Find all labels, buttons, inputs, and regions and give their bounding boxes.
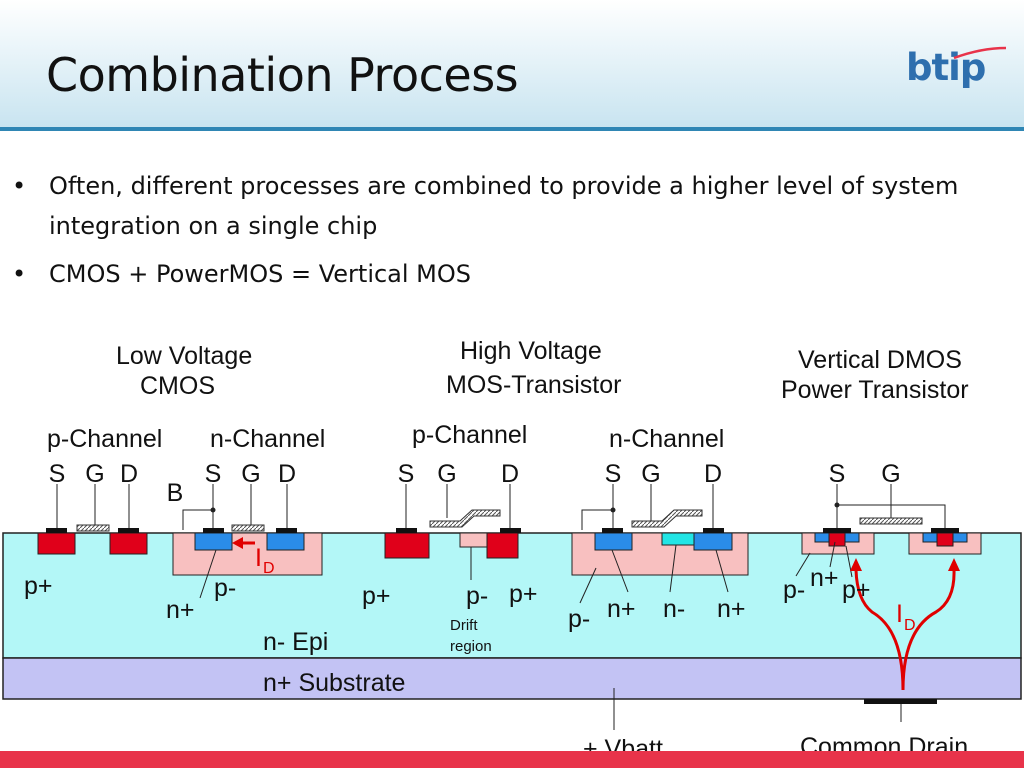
slide-header [0, 0, 1024, 128]
metal-contacts [46, 528, 959, 533]
label-n-plus: n+ [607, 595, 636, 623]
wire-junctions [210, 502, 840, 513]
lv-n-plus-source [194, 532, 233, 551]
n-substrate-layer [2, 657, 1022, 700]
terminal-drain: D [278, 460, 296, 488]
current-label-i: I [896, 600, 903, 628]
btip-logo: btip [906, 46, 1016, 106]
terminal-gate: G [241, 460, 260, 488]
lv-p-plus-source [37, 532, 76, 555]
label-n-substrate: n+ Substrate [263, 669, 405, 697]
terminal-source: S [398, 460, 415, 488]
terminal-source: S [605, 460, 622, 488]
gate-oxides [76, 509, 923, 532]
bottom-accent-bar [0, 751, 1024, 768]
hv-p-plus-source [384, 532, 430, 559]
label-p-plus: p+ [362, 582, 391, 610]
bullet-item: • Often, different processes are combined… [12, 166, 1024, 246]
terminal-drain: D [120, 460, 138, 488]
label-n-plus: n+ [810, 564, 839, 592]
lv-n-plus-drain [266, 532, 305, 551]
lv-n-channel-label: n-Channel [210, 425, 325, 453]
hv-n-plus-drain [693, 532, 733, 551]
label-n-epi: n- Epi [263, 628, 328, 656]
drift-region-line1: Drift [450, 617, 478, 634]
hv-n-minus-drift [661, 532, 695, 546]
label-p-minus: p- [214, 574, 236, 602]
lv-title-line2: CMOS [140, 372, 215, 400]
current-label-subscript: D [263, 560, 275, 577]
current-arrowheads [232, 537, 960, 571]
terminal-gate: G [881, 460, 900, 488]
bullet-icon: • [12, 260, 27, 288]
bullet-text: Often, different processes are combined … [49, 172, 959, 240]
terminal-source: S [49, 460, 66, 488]
common-drain-label: Common Drain [800, 733, 968, 751]
current-label-i: I [255, 544, 262, 572]
terminal-labels: S G D S G D B S G D S G D S G [49, 460, 901, 507]
header-divider [0, 127, 1024, 131]
bullet-item: • CMOS + PowerMOS = Vertical MOS [12, 254, 1024, 294]
hv-p-channel-label: p-Channel [412, 421, 527, 449]
hv-n-channel-label: n-Channel [609, 425, 724, 453]
label-n-minus: n- [663, 595, 685, 623]
common-drain-contact [864, 699, 937, 704]
logo-swoosh-icon [953, 46, 1007, 60]
label-n-plus: n+ [717, 595, 746, 623]
vd-title-line1: Vertical DMOS [798, 346, 962, 374]
vd-p-plus-right [936, 532, 954, 547]
terminal-wires [56, 484, 946, 730]
label-p-minus: p- [568, 605, 590, 633]
terminal-gate: G [85, 460, 104, 488]
lv-current-label: I D [255, 544, 275, 577]
hv-p-plus-drain [486, 532, 519, 559]
terminal-gate: G [437, 460, 456, 488]
label-n-plus: n+ [166, 596, 195, 624]
terminal-gate: G [641, 460, 660, 488]
terminal-source: S [205, 460, 222, 488]
label-p-plus: p+ [24, 572, 53, 600]
vd-title-line2: Power Transistor [781, 376, 969, 404]
label-p-minus: p- [466, 582, 488, 610]
drift-region-line2: region [450, 638, 492, 655]
lv-title-line1: Low Voltage [116, 342, 252, 370]
hv-title-line2: MOS-Transistor [446, 371, 621, 399]
bullet-text: CMOS + PowerMOS = Vertical MOS [49, 260, 472, 288]
vbatt-label: + Vbatt [583, 735, 663, 751]
label-p-minus: p- [783, 576, 805, 604]
terminal-source: S [829, 460, 846, 488]
bullet-list: • Often, different processes are combined… [12, 166, 1024, 294]
vertical-mos-cross-section: Low Voltage CMOS High Voltage MOS-Transi… [2, 337, 1022, 751]
vd-p-plus-left [828, 532, 846, 547]
label-p-plus: p+ [842, 576, 871, 604]
terminal-drain: D [501, 460, 519, 488]
slide-title: Combination Process [46, 48, 519, 102]
lv-p-channel-label: p-Channel [47, 425, 162, 453]
vd-current-label: I D [896, 600, 916, 634]
bullet-icon: • [12, 172, 27, 200]
hv-n-plus-source [594, 532, 633, 551]
label-leaders [199, 541, 853, 604]
region-labels: p+ p- n+ p+ p- p+ p- n+ n- n+ p- n+ p+ n… [24, 564, 871, 697]
hv-title-line1: High Voltage [460, 337, 602, 365]
terminal-drain: D [704, 460, 722, 488]
terminal-bulk: B [167, 479, 184, 507]
label-p-plus: p+ [509, 580, 538, 608]
lv-p-plus-drain [109, 532, 148, 555]
current-label-subscript: D [904, 617, 916, 634]
